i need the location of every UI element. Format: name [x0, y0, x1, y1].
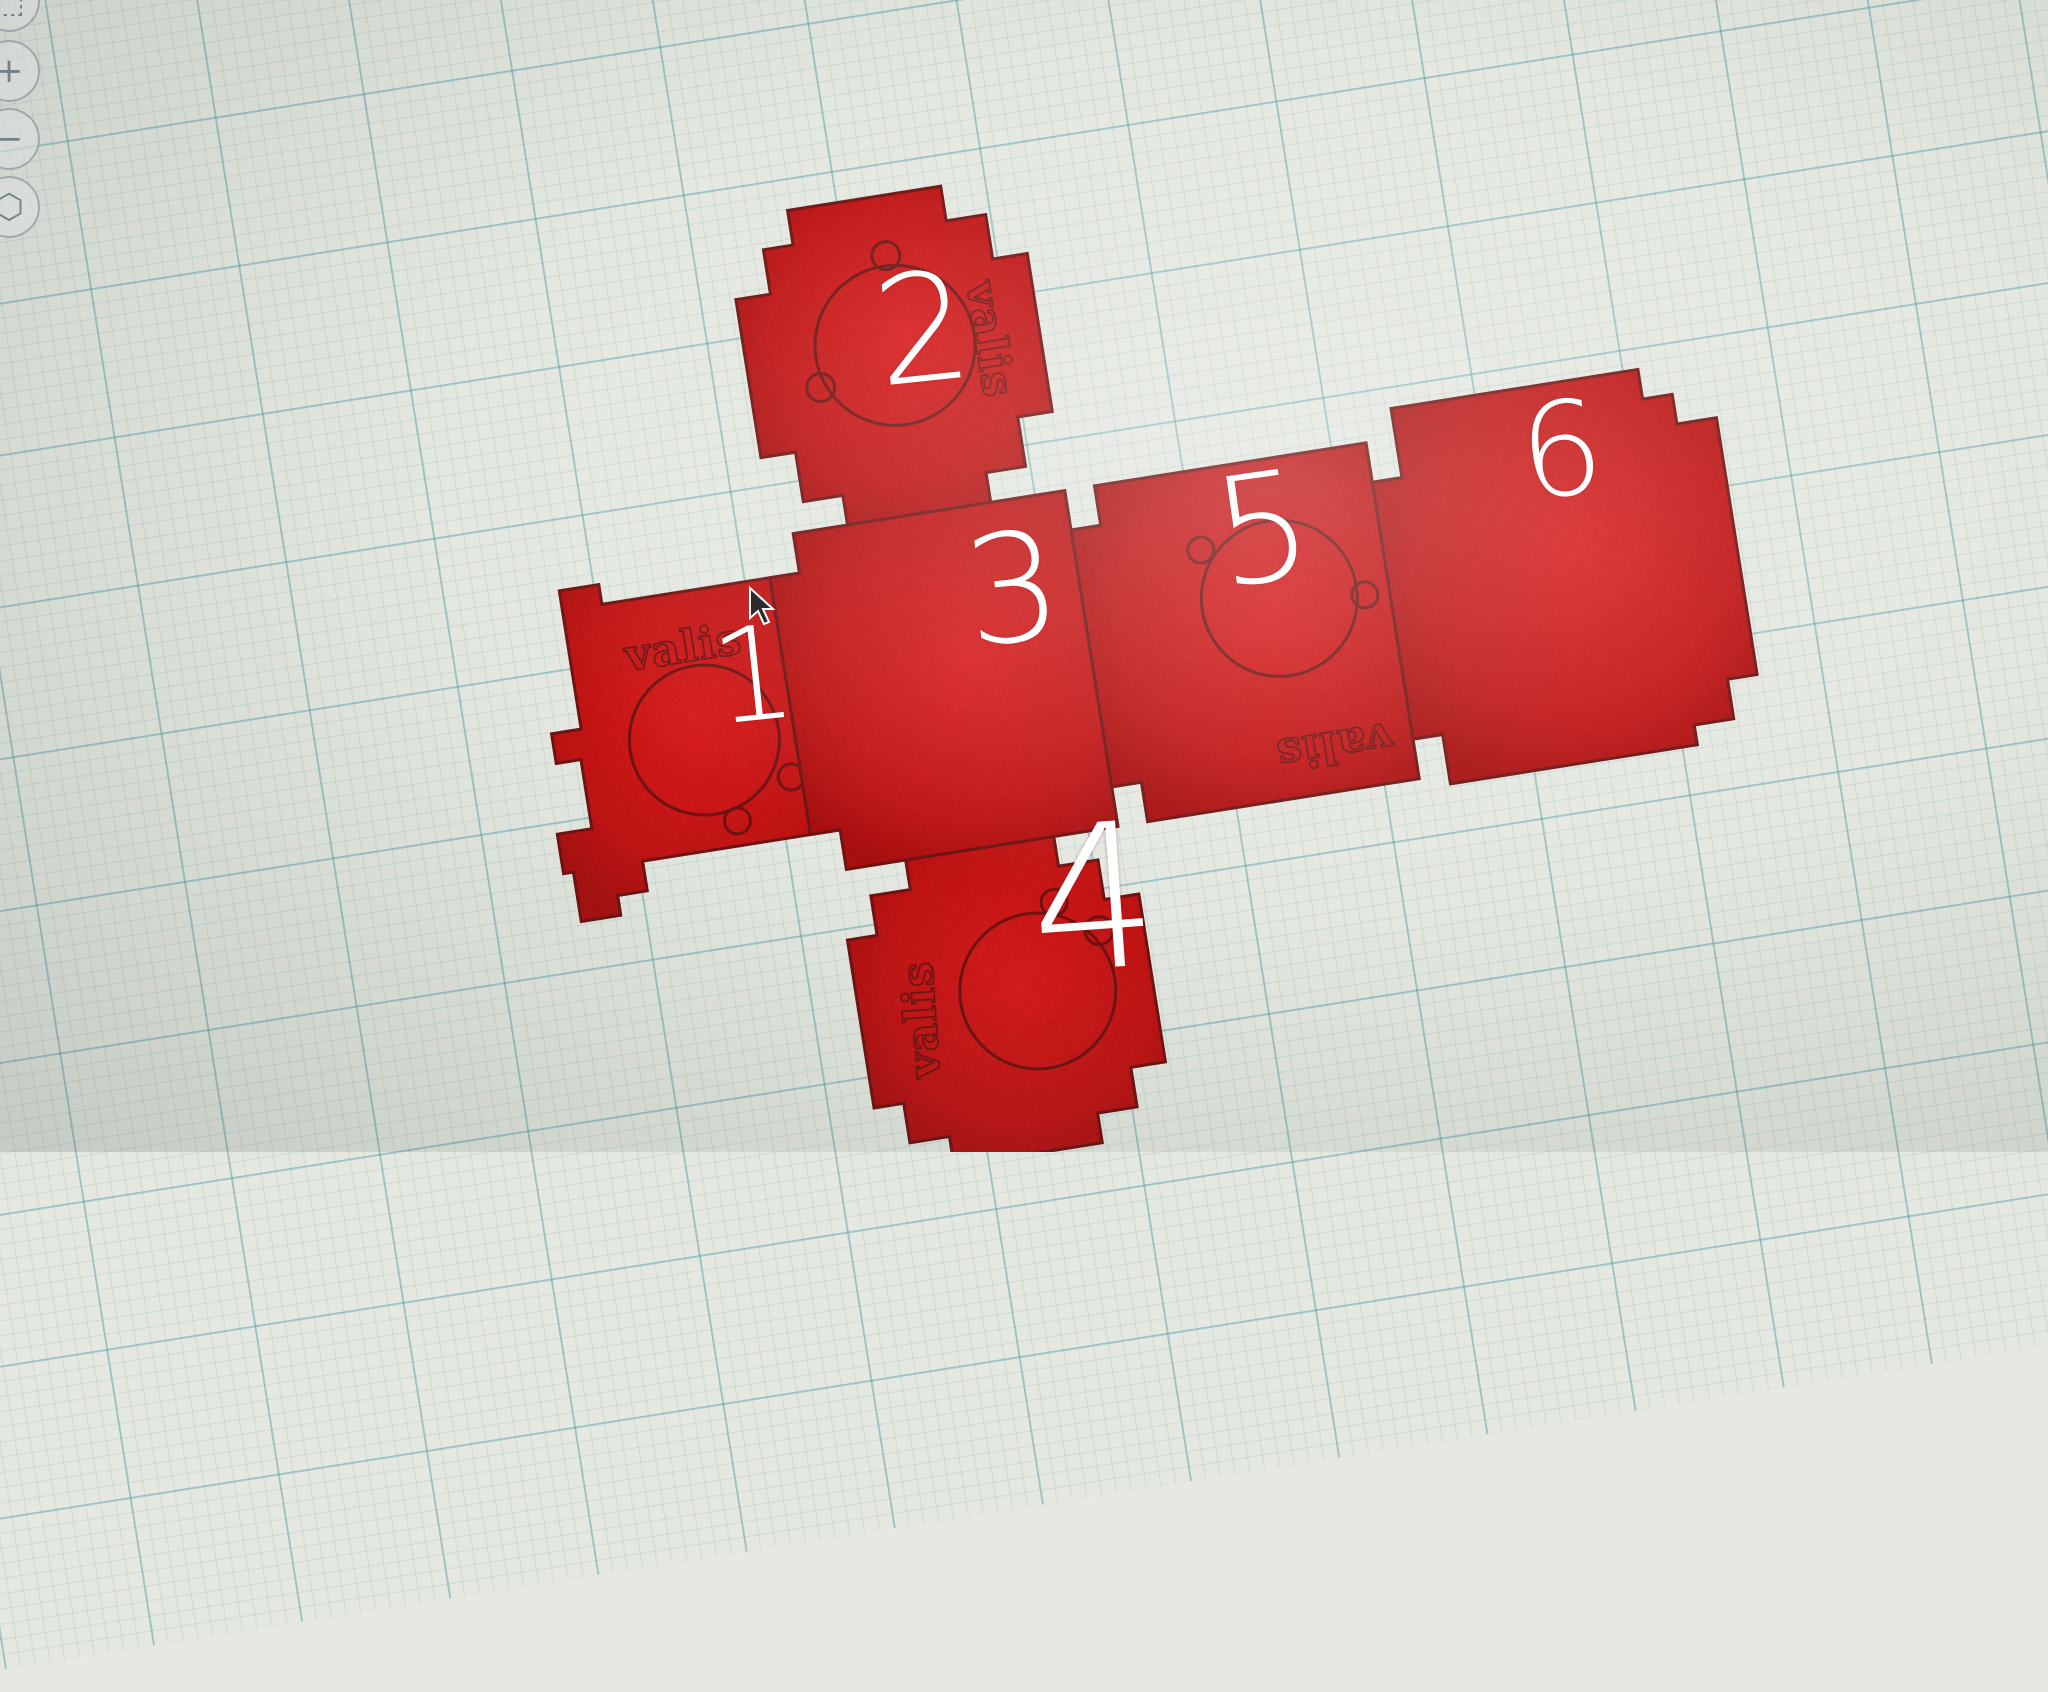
- fit-view-icon: ⬚: [0, 0, 26, 21]
- face-4-logo: valis: [891, 887, 1118, 1082]
- face-6-label: 6: [1512, 370, 1611, 530]
- face-2-label: 2: [866, 238, 980, 422]
- home-view-icon: ⬡: [0, 187, 24, 227]
- face-1-shape[interactable]: valis: [520, 553, 848, 924]
- face-4-shape[interactable]: valis: [837, 825, 1177, 1152]
- face-5-shape[interactable]: valis: [1065, 438, 1449, 826]
- face-4-label: 4: [1021, 778, 1166, 1021]
- svg-text:valis: valis: [892, 960, 951, 1082]
- zoom-out-icon: −: [0, 119, 24, 159]
- face-6-shape[interactable]: [1361, 358, 1766, 788]
- mouse-cursor-icon: [749, 585, 776, 626]
- face-1-label: 1: [704, 595, 803, 755]
- cube-net-model[interactable]: valis valis: [0, 0, 2048, 1152]
- face-3-label: 3: [956, 498, 1070, 682]
- view-navigation-controls: ⬚ + − ⬡: [0, 0, 58, 310]
- zoom-in-icon: +: [0, 51, 24, 91]
